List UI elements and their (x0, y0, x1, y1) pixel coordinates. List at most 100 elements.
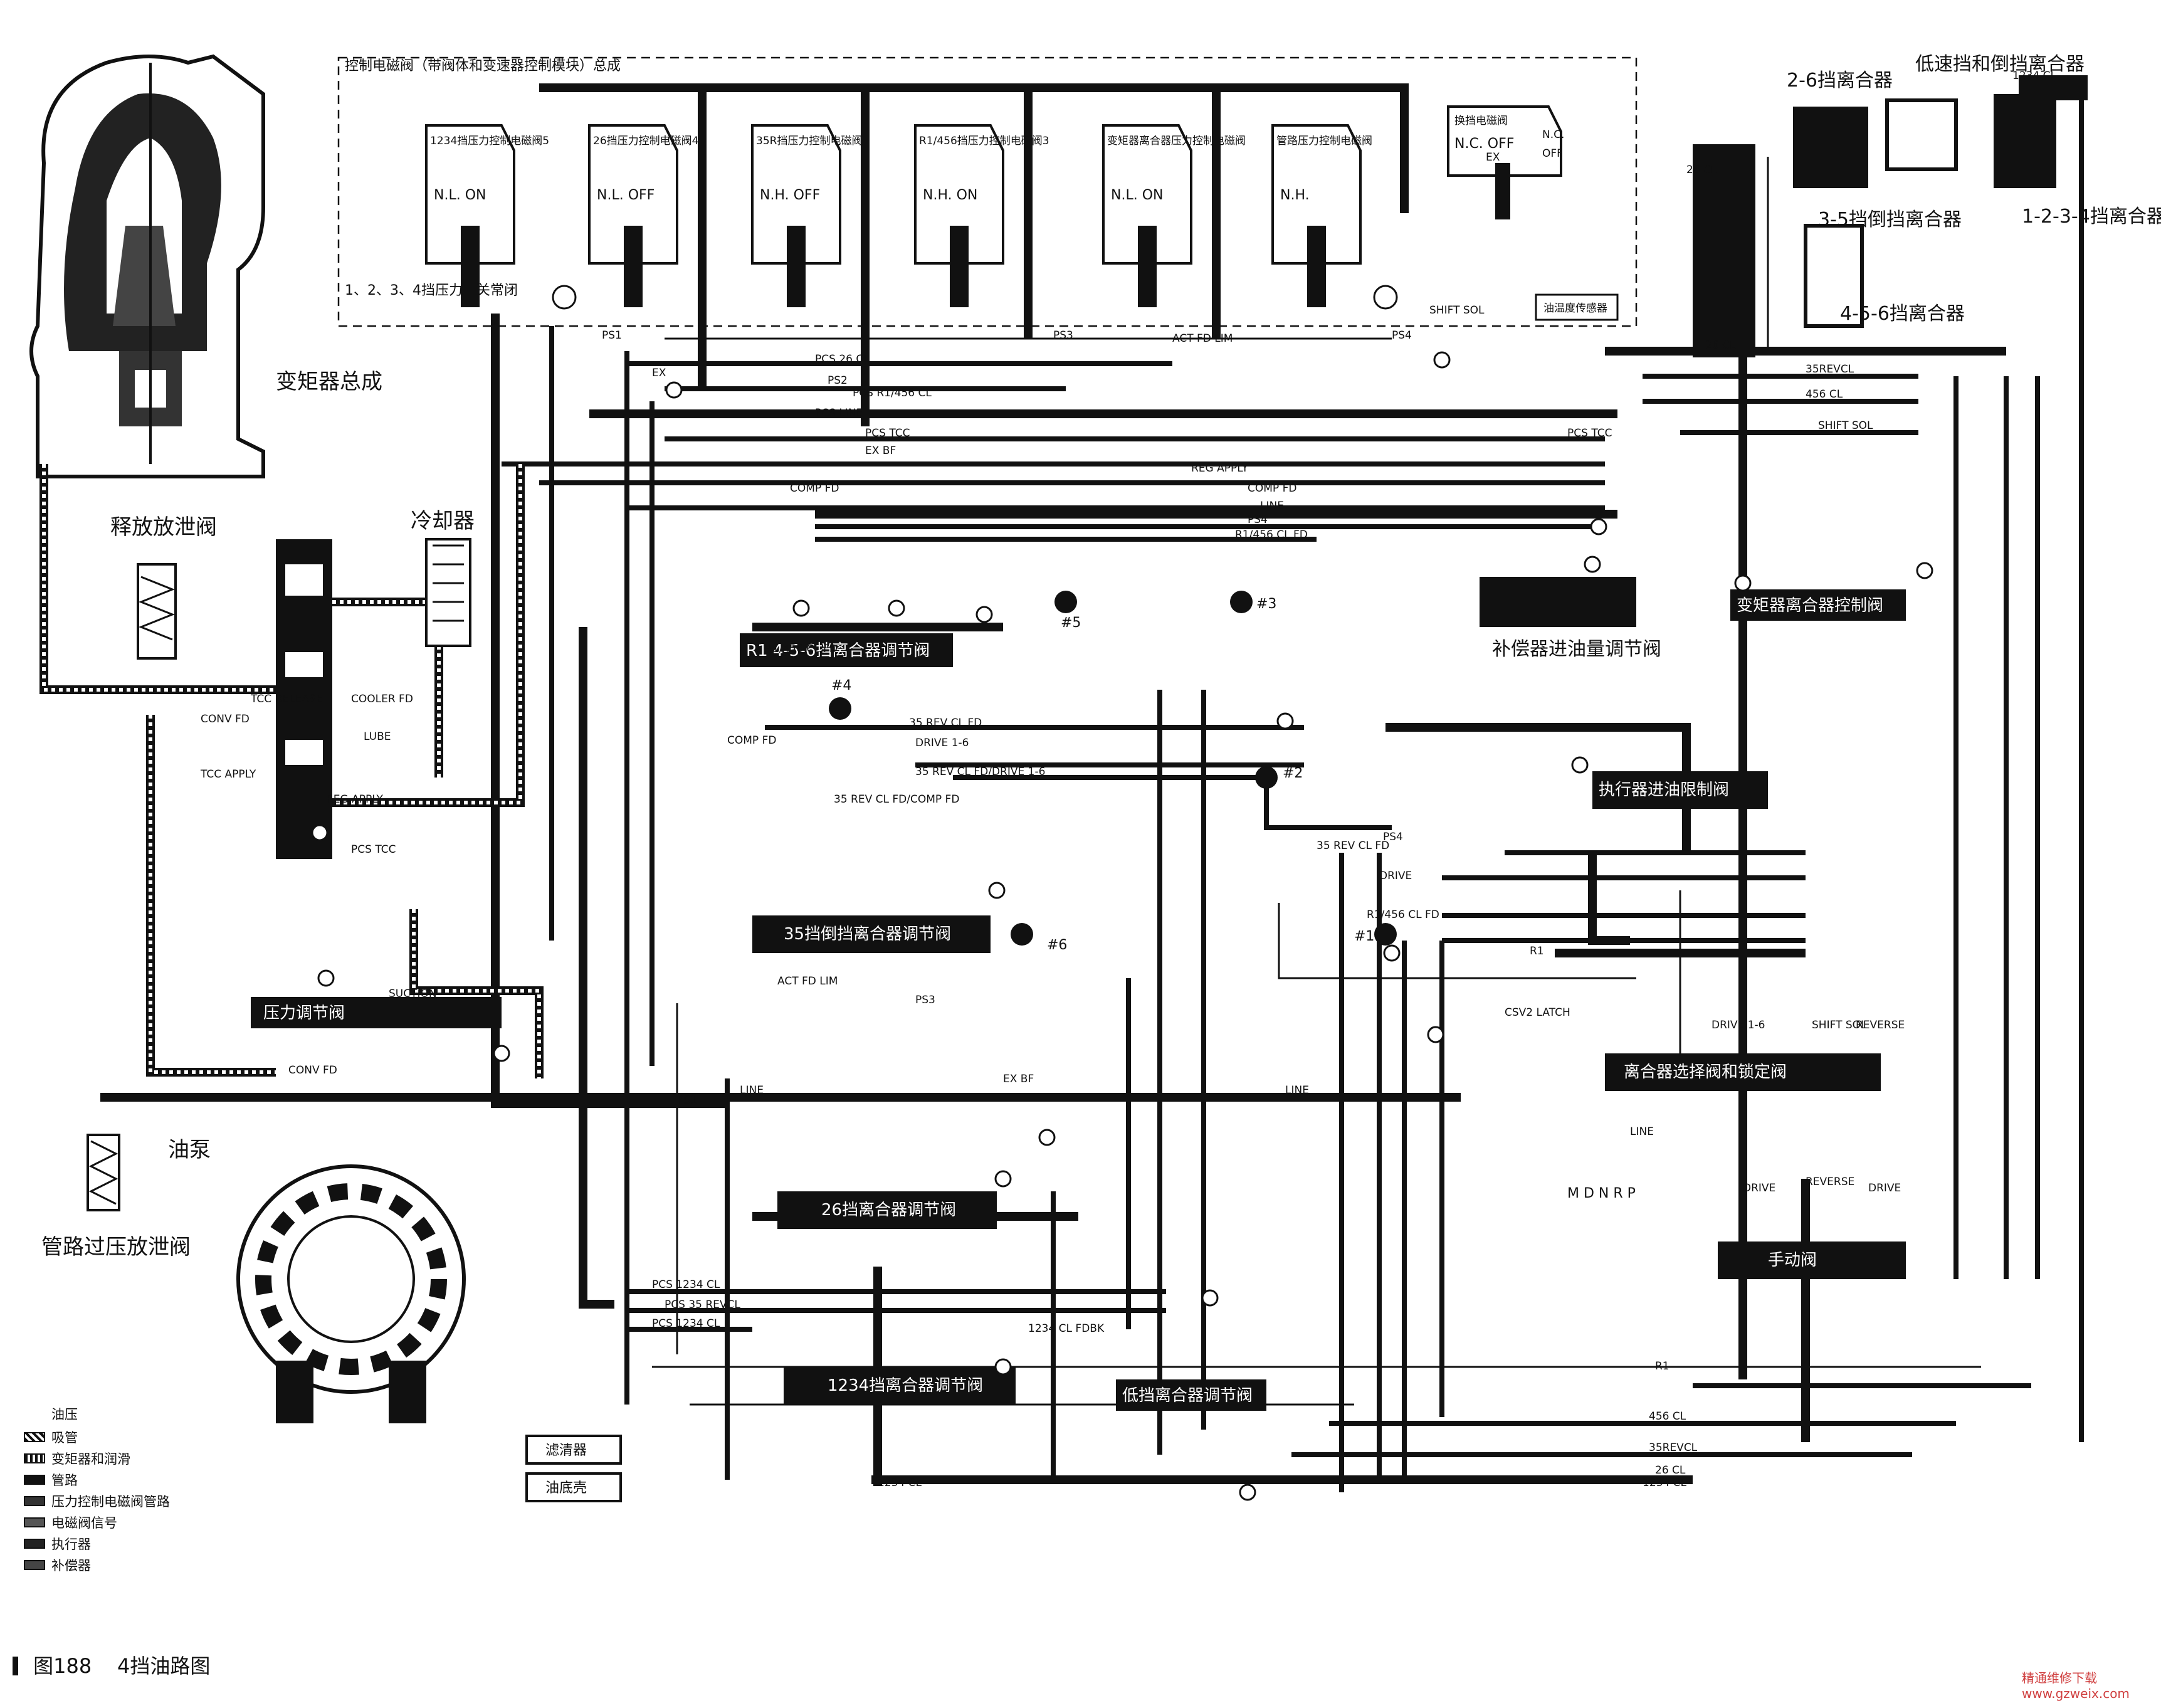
converter-lube-passages (39, 464, 544, 1078)
svg-text:DRIVE: DRIVE (1379, 870, 1412, 882)
svg-text:LINE: LINE (740, 1084, 764, 1097)
svg-text:COOLER FD: COOLER FD (351, 693, 413, 705)
35rev-regulator-valve (752, 915, 991, 953)
legend-item: 执行器 (24, 1535, 174, 1552)
svg-text:N.C. OFF: N.C. OFF (1454, 136, 1514, 152)
svg-text:滤清器: 滤清器 (545, 1443, 587, 1458)
orifice-markers (311, 285, 1933, 1501)
svg-text:PCS 1234 CL: PCS 1234 CL (652, 1317, 720, 1330)
svg-text:释放放泄阀: 释放放泄阀 (110, 515, 217, 540)
caption-bar (13, 1657, 18, 1675)
svg-text:PCS LINE: PCS LINE (815, 407, 863, 419)
svg-text:N.L. ON: N.L. ON (1111, 187, 1163, 203)
svg-text:PS1: PS1 (677, 1094, 697, 1107)
svg-text:35 REV CL FD/DRIVE 1-6: 35 REV CL FD/DRIVE 1-6 (915, 766, 1045, 778)
svg-text:COMP FD: COMP FD (727, 734, 776, 747)
svg-text:执行器进油限制阀: 执行器进油限制阀 (1599, 781, 1729, 799)
svg-text:TCC RELEASE: TCC RELEASE (250, 693, 322, 705)
legend-item: 电磁阀信号 (24, 1514, 174, 1531)
figure-number: 图188 (33, 1654, 92, 1678)
line-relief-valve: 管路过压放泄阀 (41, 1134, 191, 1260)
torque-converter-label: 变矩器总成 (276, 369, 382, 394)
svg-text:REG APPLY: REG APPLY (1191, 462, 1248, 475)
svg-text:26 CL: 26 CL (1686, 164, 1717, 176)
svg-text:R1/456 CL FD: R1/456 CL FD (1235, 529, 1308, 541)
svg-text:TCC APPLY: TCC APPLY (200, 768, 256, 781)
svg-text:456 CL: 456 CL (1649, 1410, 1686, 1423)
svg-text:COMP FD: COMP FD (1248, 482, 1296, 495)
svg-text:PCS TCC: PCS TCC (351, 843, 396, 856)
clutch-pack-assembly: 2-6挡离合器 低速挡和倒挡离合器 3-5挡倒挡离合器 1-2-3-4挡离合器 … (1693, 53, 2161, 357)
svg-text:R1 4-5-6挡离合器调节阀: R1 4-5-6挡离合器调节阀 (746, 641, 930, 660)
svg-text:DRIVE: DRIVE (1743, 1182, 1775, 1194)
actuator-feed-limit-valve (1592, 771, 1768, 809)
svg-text:N.H. ON: N.H. ON (923, 187, 977, 203)
svg-text:PCS TCC: PCS TCC (1567, 427, 1612, 440)
svg-text:SHIFT SOL: SHIFT SOL (1818, 419, 1873, 432)
solenoid-35r-pcs2: 35R挡压力控制电磁阀2 N.H. OFF (751, 124, 869, 307)
svg-text:低挡离合器调节阀: 低挡离合器调节阀 (1122, 1386, 1253, 1405)
svg-text:COMP FD: COMP FD (790, 482, 839, 495)
svg-text:管路过压放泄阀: 管路过压放泄阀 (41, 1235, 191, 1260)
temp-sensor (1535, 293, 1619, 321)
svg-text:456 CL: 456 CL (1806, 388, 1843, 401)
svg-text:R1: R1 (1530, 945, 1544, 957)
svg-text:REVERSE: REVERSE (1806, 1176, 1854, 1188)
svg-text:PCS R1/456 CL: PCS R1/456 CL (853, 387, 932, 399)
svg-text:1234挡离合器调节阀: 1234挡离合器调节阀 (828, 1376, 983, 1395)
svg-text:1234 CL: 1234 CL (878, 1477, 922, 1489)
svg-text:离合器选择阀和锁定阀: 离合器选择阀和锁定阀 (1624, 1063, 1787, 1082)
svg-text:N.L. OFF: N.L. OFF (597, 187, 655, 203)
clutch-select-valve (1605, 1053, 1881, 1091)
valves: 压力调节阀 R1 4-5-6挡离合器调节阀 补偿器进油量调节阀 执行器进油限制阀… (251, 539, 1906, 1411)
svg-text:4-5-6挡离合器: 4-5-6挡离合器 (1840, 303, 1965, 325)
r1-456-regulator-valve (740, 633, 953, 667)
solenoid-26-pcs4: 26挡压力控制电磁阀4 N.L. OFF (588, 124, 698, 307)
passage-labels: PCS 26 CL PS2 PCS R1/456 CL PCS LINE PCS… (200, 70, 2057, 1489)
svg-text:26 CL: 26 CL (1705, 339, 1736, 352)
svg-text:#2: #2 (1283, 766, 1303, 781)
legend-item: 管路 (24, 1471, 174, 1489)
svg-text:EX BF: EX BF (865, 445, 896, 457)
svg-text:OFF: OFF (1542, 147, 1563, 160)
svg-text:N.H. OFF: N.H. OFF (760, 187, 820, 203)
svg-text:LINE: LINE (1260, 500, 1284, 512)
control-solenoid-box-title: 控制电磁阀（带阀体和变速器控制模块）总成 (345, 58, 621, 74)
torque-converter-assembly: 变矩器总成 (29, 54, 382, 478)
svg-text:R1/456 CL FD: R1/456 CL FD (765, 643, 838, 655)
svg-text:ACT FD LIM: ACT FD LIM (777, 975, 838, 988)
svg-text:CSV2 LATCH: CSV2 LATCH (1505, 1006, 1570, 1019)
svg-text:M D N R P: M D N R P (1567, 1186, 1636, 1201)
svg-text:3-5挡倒挡离合器: 3-5挡倒挡离合器 (1818, 209, 1962, 231)
svg-text:PCS 35 REVCL: PCS 35 REVCL (665, 1299, 740, 1311)
svg-text:LINE: LINE (1630, 1125, 1654, 1138)
svg-text:补偿器进油量调节阀: 补偿器进油量调节阀 (1492, 638, 1661, 660)
svg-text:SHIFT SOL: SHIFT SOL (1812, 1019, 1867, 1031)
check-balls: #4 #2 #3 #1 #5 #6 (829, 591, 1397, 953)
svg-text:26 CL: 26 CL (1655, 1464, 1686, 1477)
svg-text:油底壳: 油底壳 (545, 1480, 587, 1496)
manual-valve (1718, 1241, 1906, 1279)
svg-text:EX BF: EX BF (1003, 1073, 1034, 1085)
svg-text:CONV FD: CONV FD (288, 1064, 337, 1077)
svg-text:变矩器离合器控制阀: 变矩器离合器控制阀 (1737, 596, 1883, 615)
svg-text:低速挡和倒挡离合器: 低速挡和倒挡离合器 (1915, 53, 2085, 75)
svg-text:变矩器离合器压力控制电磁阀: 变矩器离合器压力控制电磁阀 (1107, 135, 1246, 147)
svg-text:DRIVE: DRIVE (1868, 1182, 1901, 1194)
svg-text:26挡压力控制电磁阀4: 26挡压力控制电磁阀4 (593, 135, 698, 147)
svg-text:油泵: 油泵 (168, 1137, 211, 1162)
svg-text:1234 CL: 1234 CL (2012, 70, 2057, 82)
svg-text:压力调节阀: 压力调节阀 (263, 1004, 345, 1023)
svg-text:CONV FD: CONV FD (201, 713, 250, 725)
svg-text:R1/456挡压力控制电磁阀3: R1/456挡压力控制电磁阀3 (919, 135, 1049, 147)
compensator-feed-valve (1480, 577, 1636, 627)
svg-text:35挡倒挡离合器调节阀: 35挡倒挡离合器调节阀 (784, 925, 951, 944)
svg-text:冷却器: 冷却器 (411, 509, 475, 534)
svg-text:EX: EX (652, 367, 666, 379)
svg-text:SUCTION: SUCTION (389, 988, 437, 1000)
svg-text:PS4: PS4 (1248, 514, 1268, 526)
svg-text:PS3: PS3 (1053, 329, 1073, 342)
svg-text:2-6挡离合器: 2-6挡离合器 (1787, 70, 1893, 92)
svg-text:LUBE: LUBE (364, 730, 391, 743)
